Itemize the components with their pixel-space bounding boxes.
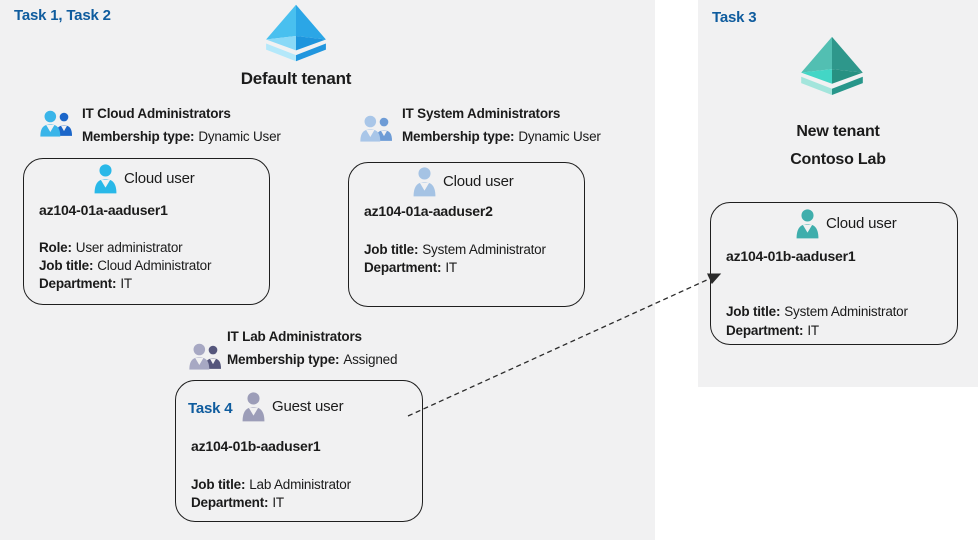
user-type-row: Cloud user — [413, 166, 514, 197]
user-type-row: Guest user — [242, 391, 344, 422]
user-card-aaduser2: Cloud user az104-01a-aaduser2 Job title:… — [348, 162, 585, 307]
user-name: az104-01a-aaduser2 — [364, 203, 493, 219]
task-3-label: Task 3 — [712, 9, 757, 26]
user-type-row: Cloud user — [796, 208, 897, 239]
cloud-user-icon — [94, 163, 117, 194]
cloud-user-icon — [413, 166, 436, 197]
default-tenant-title: Default tenant — [240, 69, 352, 88]
task-1-2-label: Task 1, Task 2 — [14, 7, 111, 24]
field-job-title: Job title:System Administrator — [726, 304, 908, 319]
group-name: IT Lab Administrators — [227, 329, 362, 344]
user-fields: Role:User administrator Job title:Cloud … — [39, 239, 211, 293]
field-department: Department:IT — [364, 260, 457, 275]
cloud-user-icon — [796, 208, 819, 239]
user-fields: Job title:System Administrator Departmen… — [364, 241, 546, 277]
azure-ad-tenant-icon — [262, 4, 330, 64]
group-name: IT Cloud Administrators — [82, 106, 231, 121]
group-it-cloud-administrators: IT Cloud Administrators Membership type:… — [82, 106, 281, 144]
user-type-label: Cloud user — [826, 215, 897, 232]
task-4-label: Task 4 — [188, 400, 233, 417]
azure-ad-new-tenant-icon — [797, 36, 867, 98]
user-fields: Job title:System Administrator Departmen… — [726, 302, 908, 340]
group-name: IT System Administrators — [402, 106, 561, 121]
group-membership: Membership type:Dynamic User — [82, 129, 281, 144]
guest-user-card: Task 4 Guest user az104-01b-aaduser1 Job… — [175, 380, 423, 522]
user-type-row: Cloud user — [94, 163, 195, 194]
group-people-icon — [189, 342, 221, 370]
field-job-title: Job title:Cloud Administrator — [39, 258, 212, 273]
user-card-aaduser1: Cloud user az104-01a-aaduser1 Role:User … — [23, 158, 270, 305]
user-type-label: Cloud user — [443, 173, 514, 190]
user-type-label: Cloud user — [124, 170, 195, 187]
group-it-lab-administrators: IT Lab Administrators Membership type:As… — [227, 329, 397, 367]
field-role: Role:User administrator — [39, 240, 183, 255]
group-it-system-administrators: IT System Administrators Membership type… — [402, 106, 601, 144]
user-name: az104-01b-aaduser1 — [726, 248, 856, 264]
field-department: Department:IT — [726, 323, 819, 338]
field-job-title: Job title:System Administrator — [364, 242, 546, 257]
group-membership: Membership type:Assigned — [227, 352, 398, 367]
group-people-icon — [40, 109, 72, 137]
new-tenant-line2: Contoso Lab — [790, 151, 886, 168]
field-department: Department:IT — [39, 276, 132, 291]
guest-user-icon — [242, 391, 265, 422]
user-type-label: Guest user — [272, 398, 344, 415]
field-job-title: Job title:Lab Administrator — [191, 477, 351, 492]
user-name: az104-01b-aaduser1 — [191, 438, 321, 454]
default-tenant-region — [0, 0, 655, 540]
new-tenant-title: New tenant Contoso Lab — [698, 118, 978, 174]
new-tenant-user-card: Cloud user az104-01b-aaduser1 Job title:… — [710, 202, 958, 345]
group-membership: Membership type:Dynamic User — [402, 129, 601, 144]
user-name: az104-01a-aaduser1 — [39, 202, 168, 218]
group-people-icon — [360, 114, 392, 142]
user-fields: Job title:Lab Administrator Department:I… — [191, 476, 351, 512]
field-department: Department:IT — [191, 495, 284, 510]
new-tenant-line1: New tenant — [796, 123, 880, 140]
